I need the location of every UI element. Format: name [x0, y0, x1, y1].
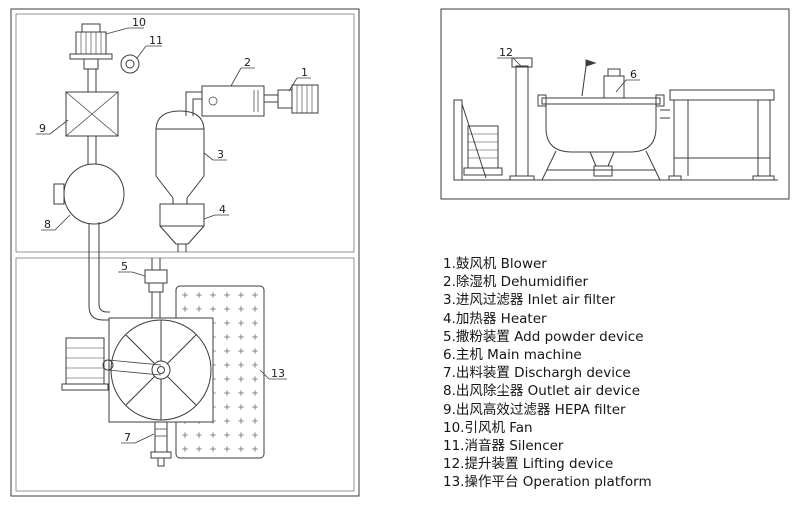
callout-add-powder-device: 5	[121, 260, 128, 273]
plan-view-diagram: 10 11 9 8 2 1 3 4 5 7 13	[10, 8, 360, 497]
inlet-air-filter-component	[155, 110, 205, 199]
callout-lifting-device: 12	[499, 46, 513, 59]
plan-callout-lines	[36, 27, 311, 444]
legend-item: 8.出风除尘器 Outlet air device	[443, 383, 640, 400]
legend-item: 12.提升装置 Lifting device	[443, 456, 614, 473]
plan-frame	[10, 8, 360, 497]
silencer-component	[120, 54, 140, 74]
side-callout-numbers: 12 6	[499, 46, 637, 81]
callout-main-machine: 6	[630, 68, 637, 81]
platform-stand-component	[660, 89, 775, 181]
dehumidifier-component	[185, 85, 278, 117]
callout-dehumidifier: 2	[244, 56, 251, 69]
callout-operation-platform: 13	[271, 367, 285, 380]
add-powder-device-component	[144, 258, 168, 318]
side-frame	[440, 8, 790, 200]
legend-item: 1.鼓风机 Blower	[443, 256, 547, 272]
plan-view-svg: 10 11 9 8 2 1 3 4 5 7 13	[10, 8, 360, 497]
discharge-device-component	[150, 421, 172, 467]
callout-silencer: 11	[149, 34, 163, 47]
callout-heater: 4	[219, 203, 226, 216]
side-main-machine-component	[537, 59, 665, 181]
legend-item: 11.消音器 Silencer	[443, 438, 564, 455]
heater-component	[159, 198, 205, 252]
blower-component	[277, 84, 319, 114]
hepa-filter-component	[65, 69, 119, 164]
legend-item: 13.操作平台 Operation platform	[443, 474, 652, 491]
side-motor-component	[463, 125, 503, 176]
legend-item: 5.撒粉装置 Add powder device	[443, 328, 644, 345]
duct-left	[88, 258, 110, 321]
legend-item: 6.主机 Main machine	[443, 347, 582, 364]
support-column	[453, 99, 487, 181]
side-view-svg: 12 6	[440, 8, 790, 200]
side-view-diagram: 12 6	[440, 8, 790, 200]
main-machine-component	[61, 317, 214, 423]
legend-item: 10.引风机 Fan	[443, 419, 533, 436]
lifting-device-component	[509, 57, 535, 181]
legend-item: 4.加热器 Heater	[443, 310, 547, 327]
legend-item: 3.进风过滤器 Inlet air filter	[443, 292, 616, 309]
callout-fan: 10	[132, 16, 146, 29]
callout-blower: 1	[301, 66, 308, 79]
callout-outlet-air-device: 8	[44, 218, 51, 231]
outlet-air-device-component	[53, 163, 125, 258]
callout-inlet-air-filter: 3	[217, 148, 224, 161]
legend-item: 7.出料装置 Dischargh device	[443, 365, 631, 382]
side-callout-lines	[497, 57, 640, 93]
fan-component	[69, 23, 113, 70]
plan-callout-numbers: 10 11 9 8 2 1 3 4 5 7 13	[39, 16, 308, 444]
callout-hepa-filter: 9	[39, 122, 46, 135]
callout-discharge-device: 7	[124, 431, 131, 444]
legend-item: 2.除湿机 Dehumidifier	[443, 274, 589, 291]
legend-item: 9.出风高效过滤器 HEPA filter	[443, 401, 626, 418]
